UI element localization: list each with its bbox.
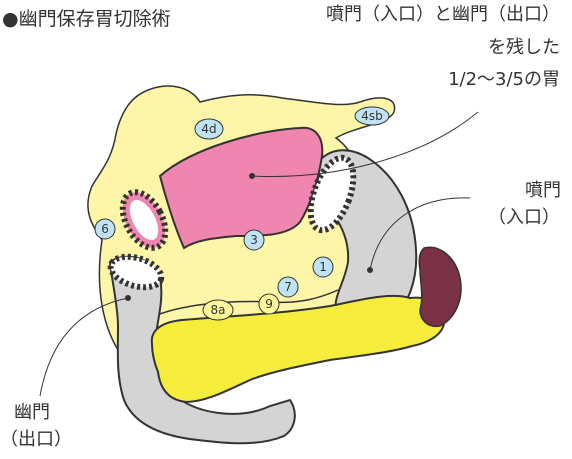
note-leader-dot bbox=[249, 173, 255, 179]
station-label-6: 6 bbox=[101, 222, 109, 236]
note-line-3: 1/2〜3/5の胃 bbox=[448, 71, 560, 89]
station-label-8a: 8a bbox=[211, 303, 226, 317]
station-label-3: 3 bbox=[250, 233, 258, 247]
station-label-4d: 4d bbox=[201, 122, 216, 136]
pylorus-leader-dot bbox=[125, 295, 131, 301]
cardia-label-line-1: 噴門 bbox=[525, 180, 561, 203]
station-badge-9: 9 bbox=[259, 294, 279, 314]
station-label-9: 9 bbox=[265, 297, 273, 311]
cardia-leader-dot bbox=[367, 267, 373, 273]
station-badge-1: 1 bbox=[313, 257, 333, 277]
note-line-2: を残した bbox=[488, 39, 560, 57]
station-badge-7: 7 bbox=[278, 277, 298, 297]
cardia-label-line-2: （入口） bbox=[488, 207, 560, 230]
diagram-title: ●幽門保存胃切除術 bbox=[2, 4, 171, 31]
station-badge-4sb: 4sb bbox=[355, 107, 389, 125]
pylorus-label-line-2: （出口） bbox=[0, 429, 72, 452]
station-badge-4d: 4d bbox=[195, 119, 223, 139]
station-label-7: 7 bbox=[284, 280, 292, 294]
station-badge-3: 3 bbox=[244, 230, 264, 250]
station-badge-6: 6 bbox=[95, 219, 115, 239]
pylorus-label-line-1: 幽門 bbox=[14, 402, 50, 425]
note-line-1: 噴門（入口）と幽門（出口） bbox=[326, 6, 560, 24]
station-badge-8a: 8a bbox=[203, 300, 233, 320]
station-label-4sb: 4sb bbox=[361, 109, 383, 123]
spleen bbox=[419, 247, 461, 326]
station-label-1: 1 bbox=[319, 260, 327, 274]
